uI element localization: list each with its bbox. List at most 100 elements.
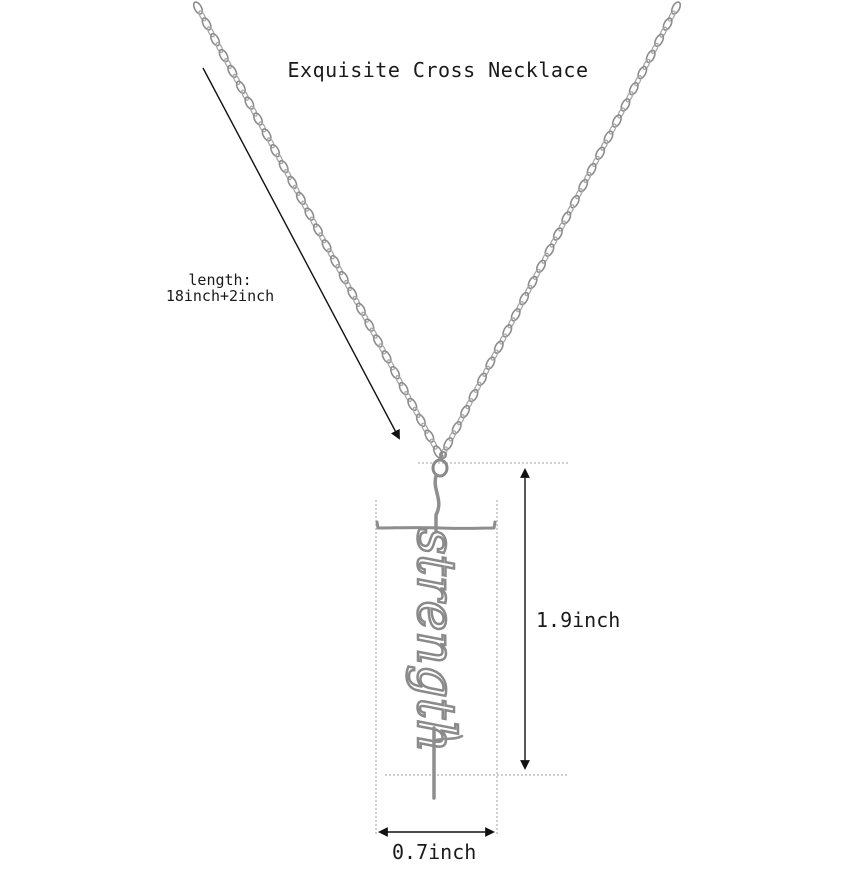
chain-link (527, 275, 538, 290)
chain-link (309, 216, 318, 228)
chain-link (209, 32, 221, 47)
chain-link (651, 42, 659, 55)
chain-link (241, 89, 250, 101)
chain-link (218, 48, 229, 63)
chain-link (398, 381, 409, 396)
chain-link (215, 42, 224, 54)
chain-link (266, 137, 275, 149)
chain-link (415, 413, 427, 428)
chain-link (516, 301, 524, 313)
chain-link (499, 333, 507, 345)
chain-link (476, 372, 488, 387)
chain-link (404, 390, 412, 403)
chain-link (628, 81, 639, 96)
chain-link (292, 184, 301, 196)
chain-link (284, 168, 292, 181)
chain-link (429, 438, 438, 450)
chain-link (535, 259, 547, 274)
length-arrow (202, 67, 400, 440)
chain-link (372, 334, 384, 348)
chain-link (304, 207, 315, 221)
chain-link (667, 10, 676, 22)
chain-link (460, 404, 471, 419)
chain-link (421, 422, 430, 434)
chain-link (524, 284, 533, 297)
chain-link (227, 64, 238, 79)
chain-link (295, 191, 307, 206)
chain-link (457, 414, 465, 426)
chain-link (490, 349, 499, 361)
chain-link (465, 397, 474, 410)
chain-link (235, 80, 247, 95)
chain-link (578, 178, 589, 193)
chain-link (532, 268, 541, 281)
chain-link (424, 429, 435, 443)
chain-link (659, 26, 668, 38)
chain-link (443, 437, 454, 451)
cross-pendant: strength (375, 451, 497, 800)
chain-link (662, 17, 673, 31)
chain-link (378, 343, 387, 355)
chain-link (206, 26, 215, 38)
chain-link (586, 162, 597, 177)
chain-link (269, 143, 281, 158)
chain-link (592, 155, 600, 168)
chain-link (389, 365, 401, 380)
chain-link (192, 1, 204, 15)
chain-link (544, 243, 555, 257)
chain-link (338, 270, 349, 285)
chain-link (608, 123, 617, 135)
chain-link (395, 375, 404, 387)
chain-link (558, 220, 566, 232)
chain-link (244, 96, 255, 110)
chain-link (381, 350, 392, 364)
chain-link (301, 200, 310, 212)
chain-link (329, 254, 341, 269)
chain-link (344, 279, 352, 292)
chain-link (569, 194, 580, 209)
chain-link (510, 308, 521, 322)
chain-link (617, 107, 626, 119)
chain-link (468, 388, 479, 403)
pendant-bail (431, 458, 449, 478)
chain-link (670, 1, 682, 15)
chain-link (318, 232, 327, 244)
chain-link (552, 227, 563, 241)
chain-link (611, 114, 622, 128)
chain-link (335, 264, 344, 276)
chain-link (451, 421, 462, 435)
chain-link (620, 98, 631, 112)
cross-bar (375, 520, 497, 530)
chain-link (347, 286, 358, 301)
chain-link (258, 121, 267, 133)
chain-link (321, 239, 332, 253)
chain-link (561, 211, 572, 225)
chain-link (369, 327, 378, 339)
chain-link (600, 139, 609, 151)
chain-link (507, 317, 516, 329)
chain-link (595, 146, 606, 161)
chain-link (261, 128, 272, 142)
chain-link (252, 112, 264, 126)
chain-link (249, 105, 258, 117)
chain-link (645, 49, 656, 64)
height-dimension: 1.9inch (536, 608, 621, 632)
chain-link (275, 153, 284, 165)
chain-link (642, 58, 651, 71)
chain-link (654, 33, 665, 48)
chain-link (278, 159, 289, 174)
page-title: Exquisite Cross Necklace (287, 58, 589, 82)
chain-link (493, 340, 504, 354)
chain-link (312, 223, 324, 237)
chain-link (364, 318, 375, 332)
chain-link (482, 365, 491, 377)
chain-link (448, 430, 457, 442)
cross-stem-top (433, 474, 441, 532)
chain-left (192, 1, 444, 459)
chain-link (352, 295, 361, 307)
chain-link (583, 171, 592, 184)
chain-link (575, 188, 583, 200)
length-annotation: length: 18inch+2inch (150, 272, 290, 304)
chain-link (541, 252, 550, 264)
